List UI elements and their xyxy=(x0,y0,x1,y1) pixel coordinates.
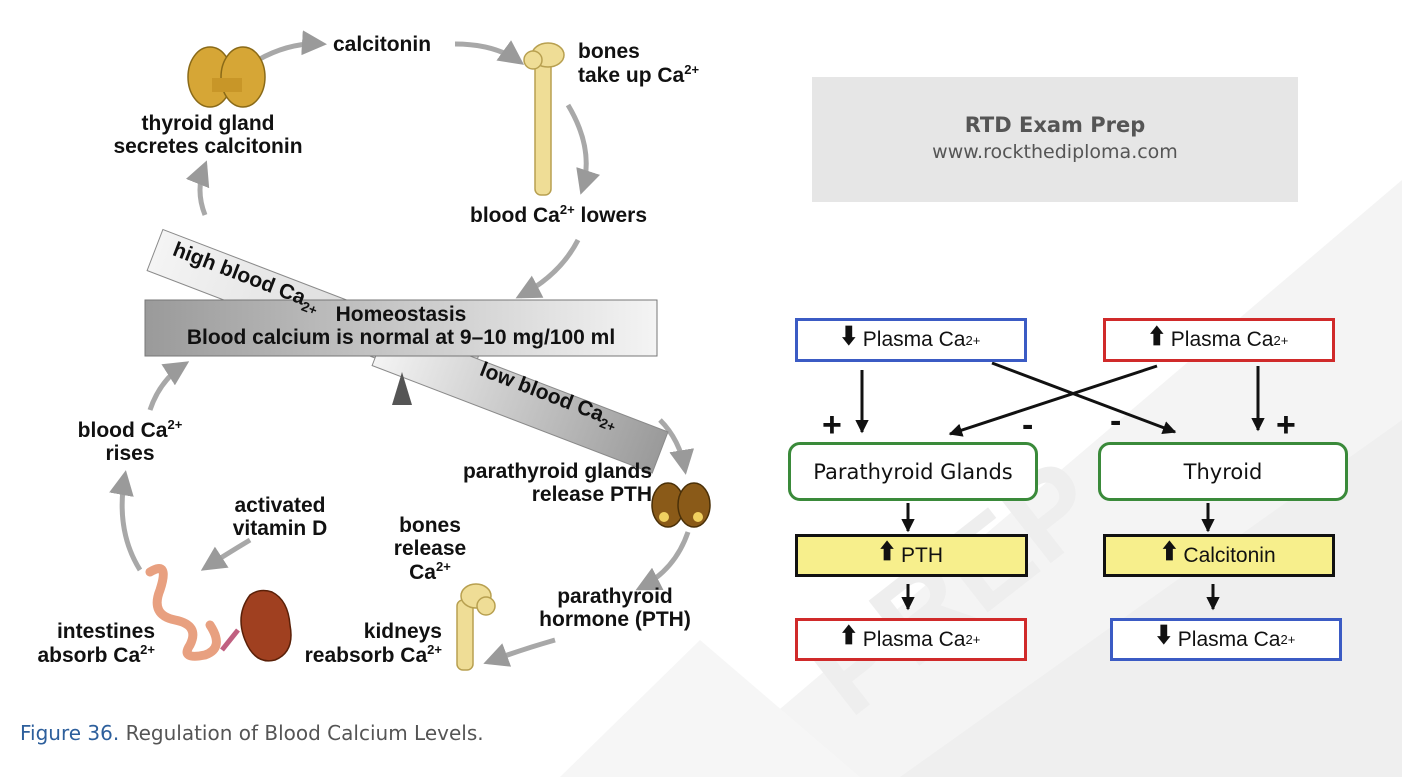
up-arrow-icon: 🠱 xyxy=(1149,325,1164,349)
pth-box: 🠱 PTH xyxy=(795,534,1028,577)
calcitonin-label: calcitonin xyxy=(333,33,431,56)
plus-left: + xyxy=(822,406,842,444)
blood-rises-label: blood Ca2+ rises xyxy=(77,417,183,466)
vitamin-d-label: activated vitamin D xyxy=(232,494,328,541)
plus-right: + xyxy=(1276,406,1296,444)
up-arrow-icon: 🠱 xyxy=(879,541,895,564)
down-arrow-icon: 🠳 xyxy=(841,325,856,349)
thyroid-box: Thyroid xyxy=(1098,442,1348,501)
intestines-label: intestines absorb Ca2+ xyxy=(37,620,155,668)
bone-top-illustration xyxy=(523,42,565,196)
bones-release-label: bones release Ca2+ xyxy=(393,514,467,585)
figure-caption-text: Regulation of Blood Calcium Levels. xyxy=(119,721,484,745)
thyroid-line2: secretes calcitonin xyxy=(113,135,303,159)
brand-url[interactable]: www.rockthediploma.com xyxy=(932,141,1178,163)
thyroid-line1: thyroid gland xyxy=(141,112,275,135)
bones-take-up-label: bones take up Ca2+ xyxy=(578,40,699,87)
kidney-illustration xyxy=(220,589,292,662)
blood-lowers-label: blood Ca2+ lowers xyxy=(470,202,648,227)
cycle-arrows xyxy=(109,30,695,667)
minus-left: - xyxy=(1022,406,1034,444)
figure-caption-label: Figure 36. xyxy=(20,721,120,745)
homeostasis-title: Homeostasis xyxy=(335,303,467,326)
thyroid-gland-label: thyroid gland secretes calcitonin xyxy=(78,112,338,158)
parathyroid-illustration xyxy=(651,482,711,528)
figure-caption: Figure 36. Regulation of Blood Calcium L… xyxy=(20,721,484,745)
parathyroid-label: parathyroid glands release PTH xyxy=(462,460,652,507)
calcitonin-text: calcitonin xyxy=(333,33,432,56)
fulcrum xyxy=(392,372,412,405)
homeostasis-subtitle: Blood calcium is normal at 9–10 mg/100 m… xyxy=(186,326,616,350)
kidneys-label: kidneys reabsorb Ca2+ xyxy=(304,620,442,668)
up-arrow-icon: 🠱 xyxy=(841,625,856,648)
minus-right: - xyxy=(1110,402,1122,440)
thyroid-gland-illustration xyxy=(187,46,266,108)
brand-title: RTD Exam Prep xyxy=(964,113,1146,137)
down-arrow-icon: 🠳 xyxy=(1156,625,1171,648)
brand-box: RTD Exam Prep www.rockthediploma.com xyxy=(812,77,1298,202)
parathyroid-glands-box: Parathyroid Glands xyxy=(788,442,1038,501)
up-arrow-icon: 🠱 xyxy=(1162,541,1177,564)
homeostasis-label: Homeostasis Blood calcium is normal at 9… xyxy=(145,303,657,349)
intestines-illustration xyxy=(145,564,221,661)
calcitonin-box: 🠱 Calcitonin xyxy=(1103,534,1335,577)
bones-take-up-line1: bones xyxy=(578,40,640,63)
flowchart-arrows xyxy=(855,361,1265,611)
homeostasis-box xyxy=(144,299,658,357)
calcium-cycle-graphics xyxy=(109,30,711,671)
pth-hormone-label: parathyroid hormone (PTH) xyxy=(539,585,691,632)
bones-take-up-line2: take up Ca2+ xyxy=(578,62,700,88)
bone-bottom-illustration xyxy=(456,583,496,671)
